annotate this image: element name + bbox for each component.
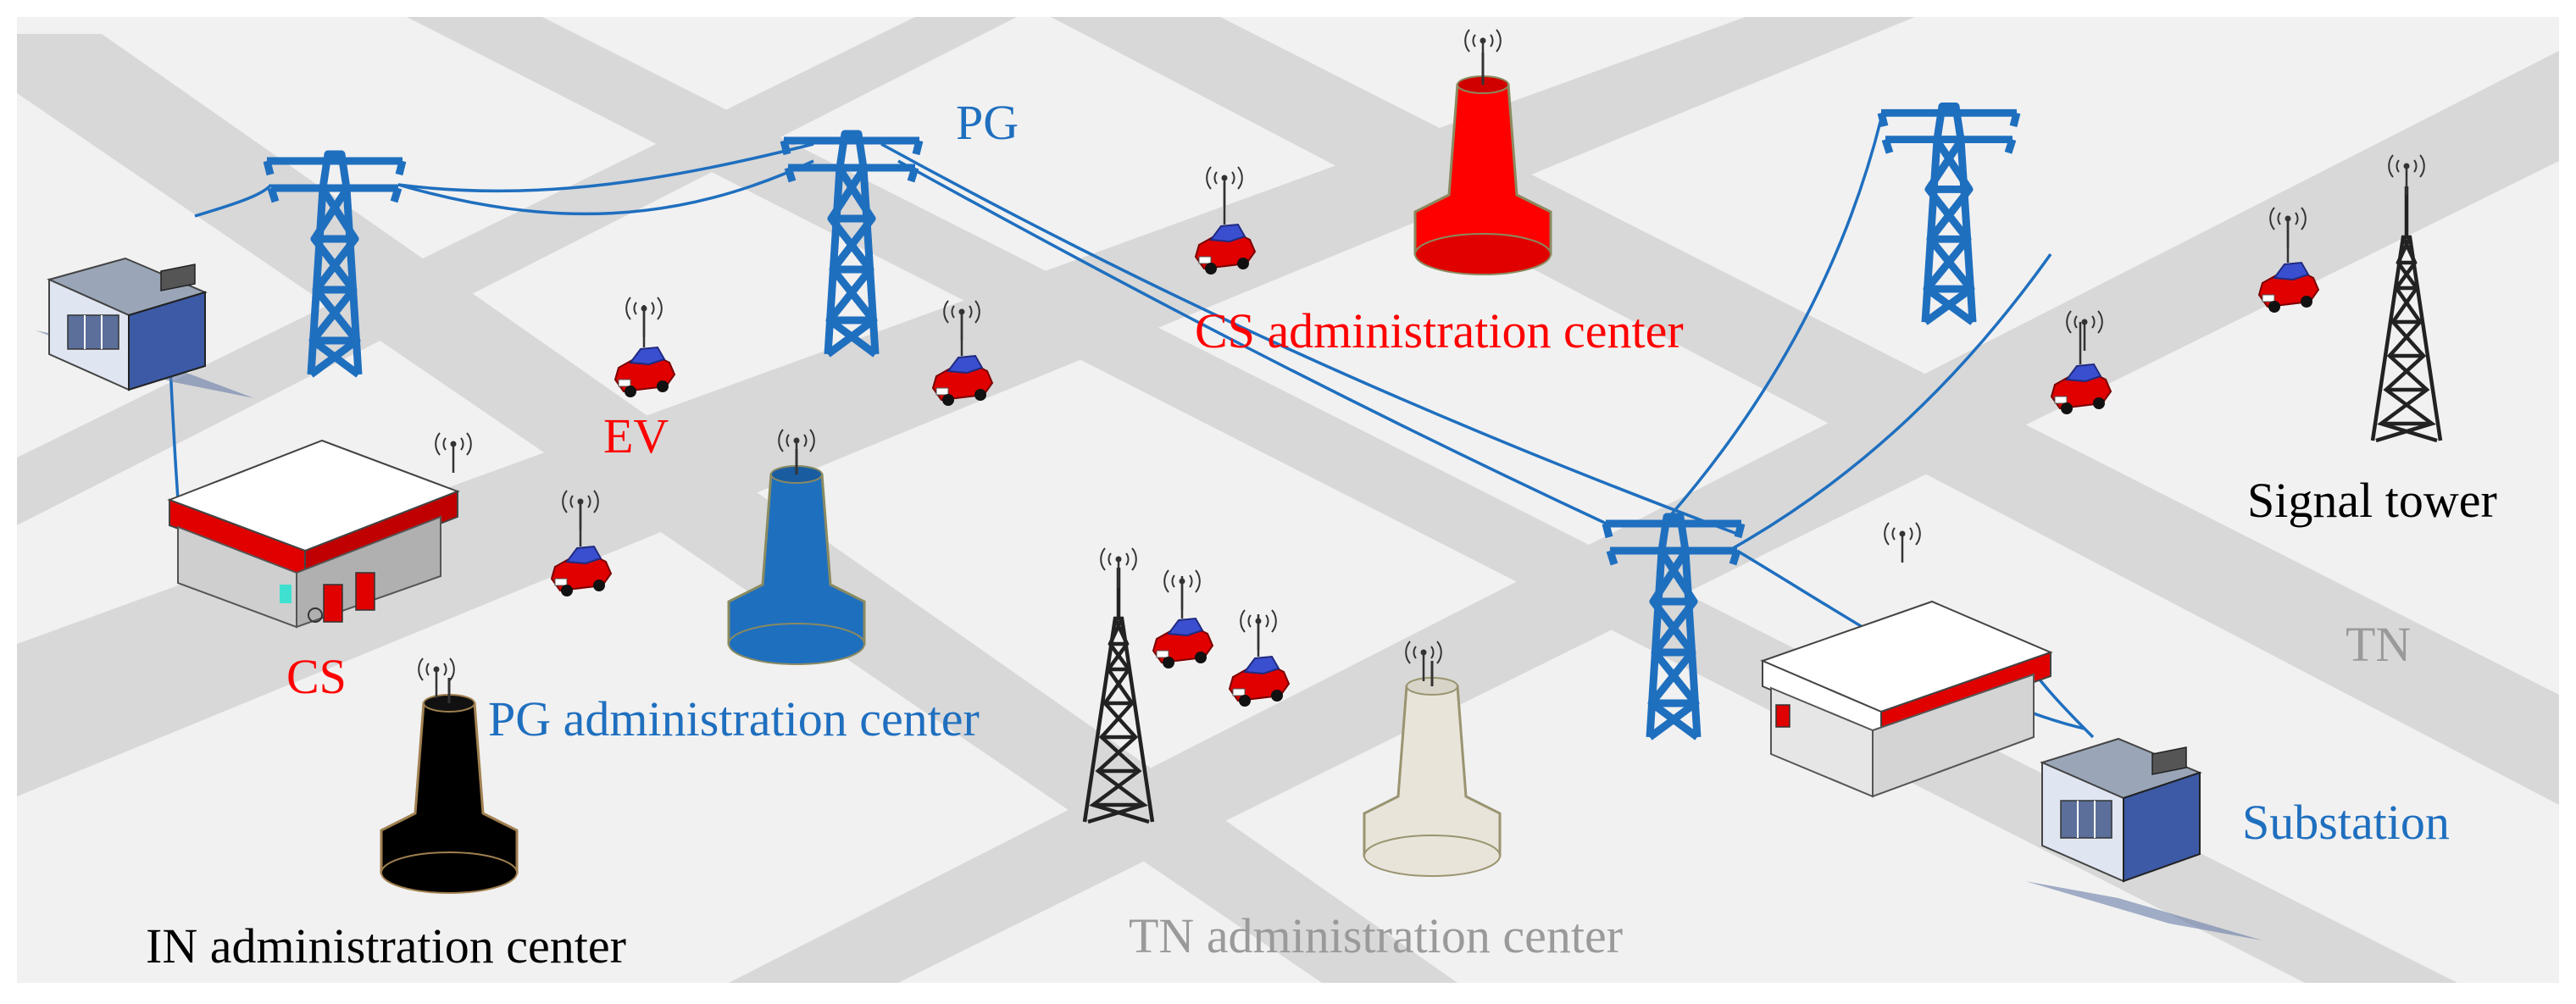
label-in-administration-center: IN administration center: [146, 918, 626, 973]
charging-station-icon: [1760, 600, 2053, 798]
admin-center-icon: [727, 449, 866, 665]
admin-center-icon: [380, 678, 519, 894]
label-ev: EV: [603, 408, 669, 463]
label-tn: TN: [2346, 617, 2411, 672]
power-lines: [168, 118, 2095, 739]
label-pg-administration-center: PG administration center: [488, 691, 980, 746]
admin-center-icon: [1413, 53, 1552, 275]
label-cs: CS: [286, 649, 347, 704]
charging-station-icon: [167, 439, 460, 629]
label-pg: PG: [956, 95, 1019, 150]
label-substation: Substation: [2242, 795, 2450, 850]
label-tn-administration-center: TN administration center: [1129, 908, 1623, 963]
label-signal-tower: Signal tower: [2247, 473, 2497, 528]
substation-icon: [2025, 737, 2262, 940]
substation-icon: [36, 257, 254, 398]
label-cs-administration-center: CS administration center: [1195, 303, 1684, 358]
admin-center-icon: [1363, 661, 1502, 877]
